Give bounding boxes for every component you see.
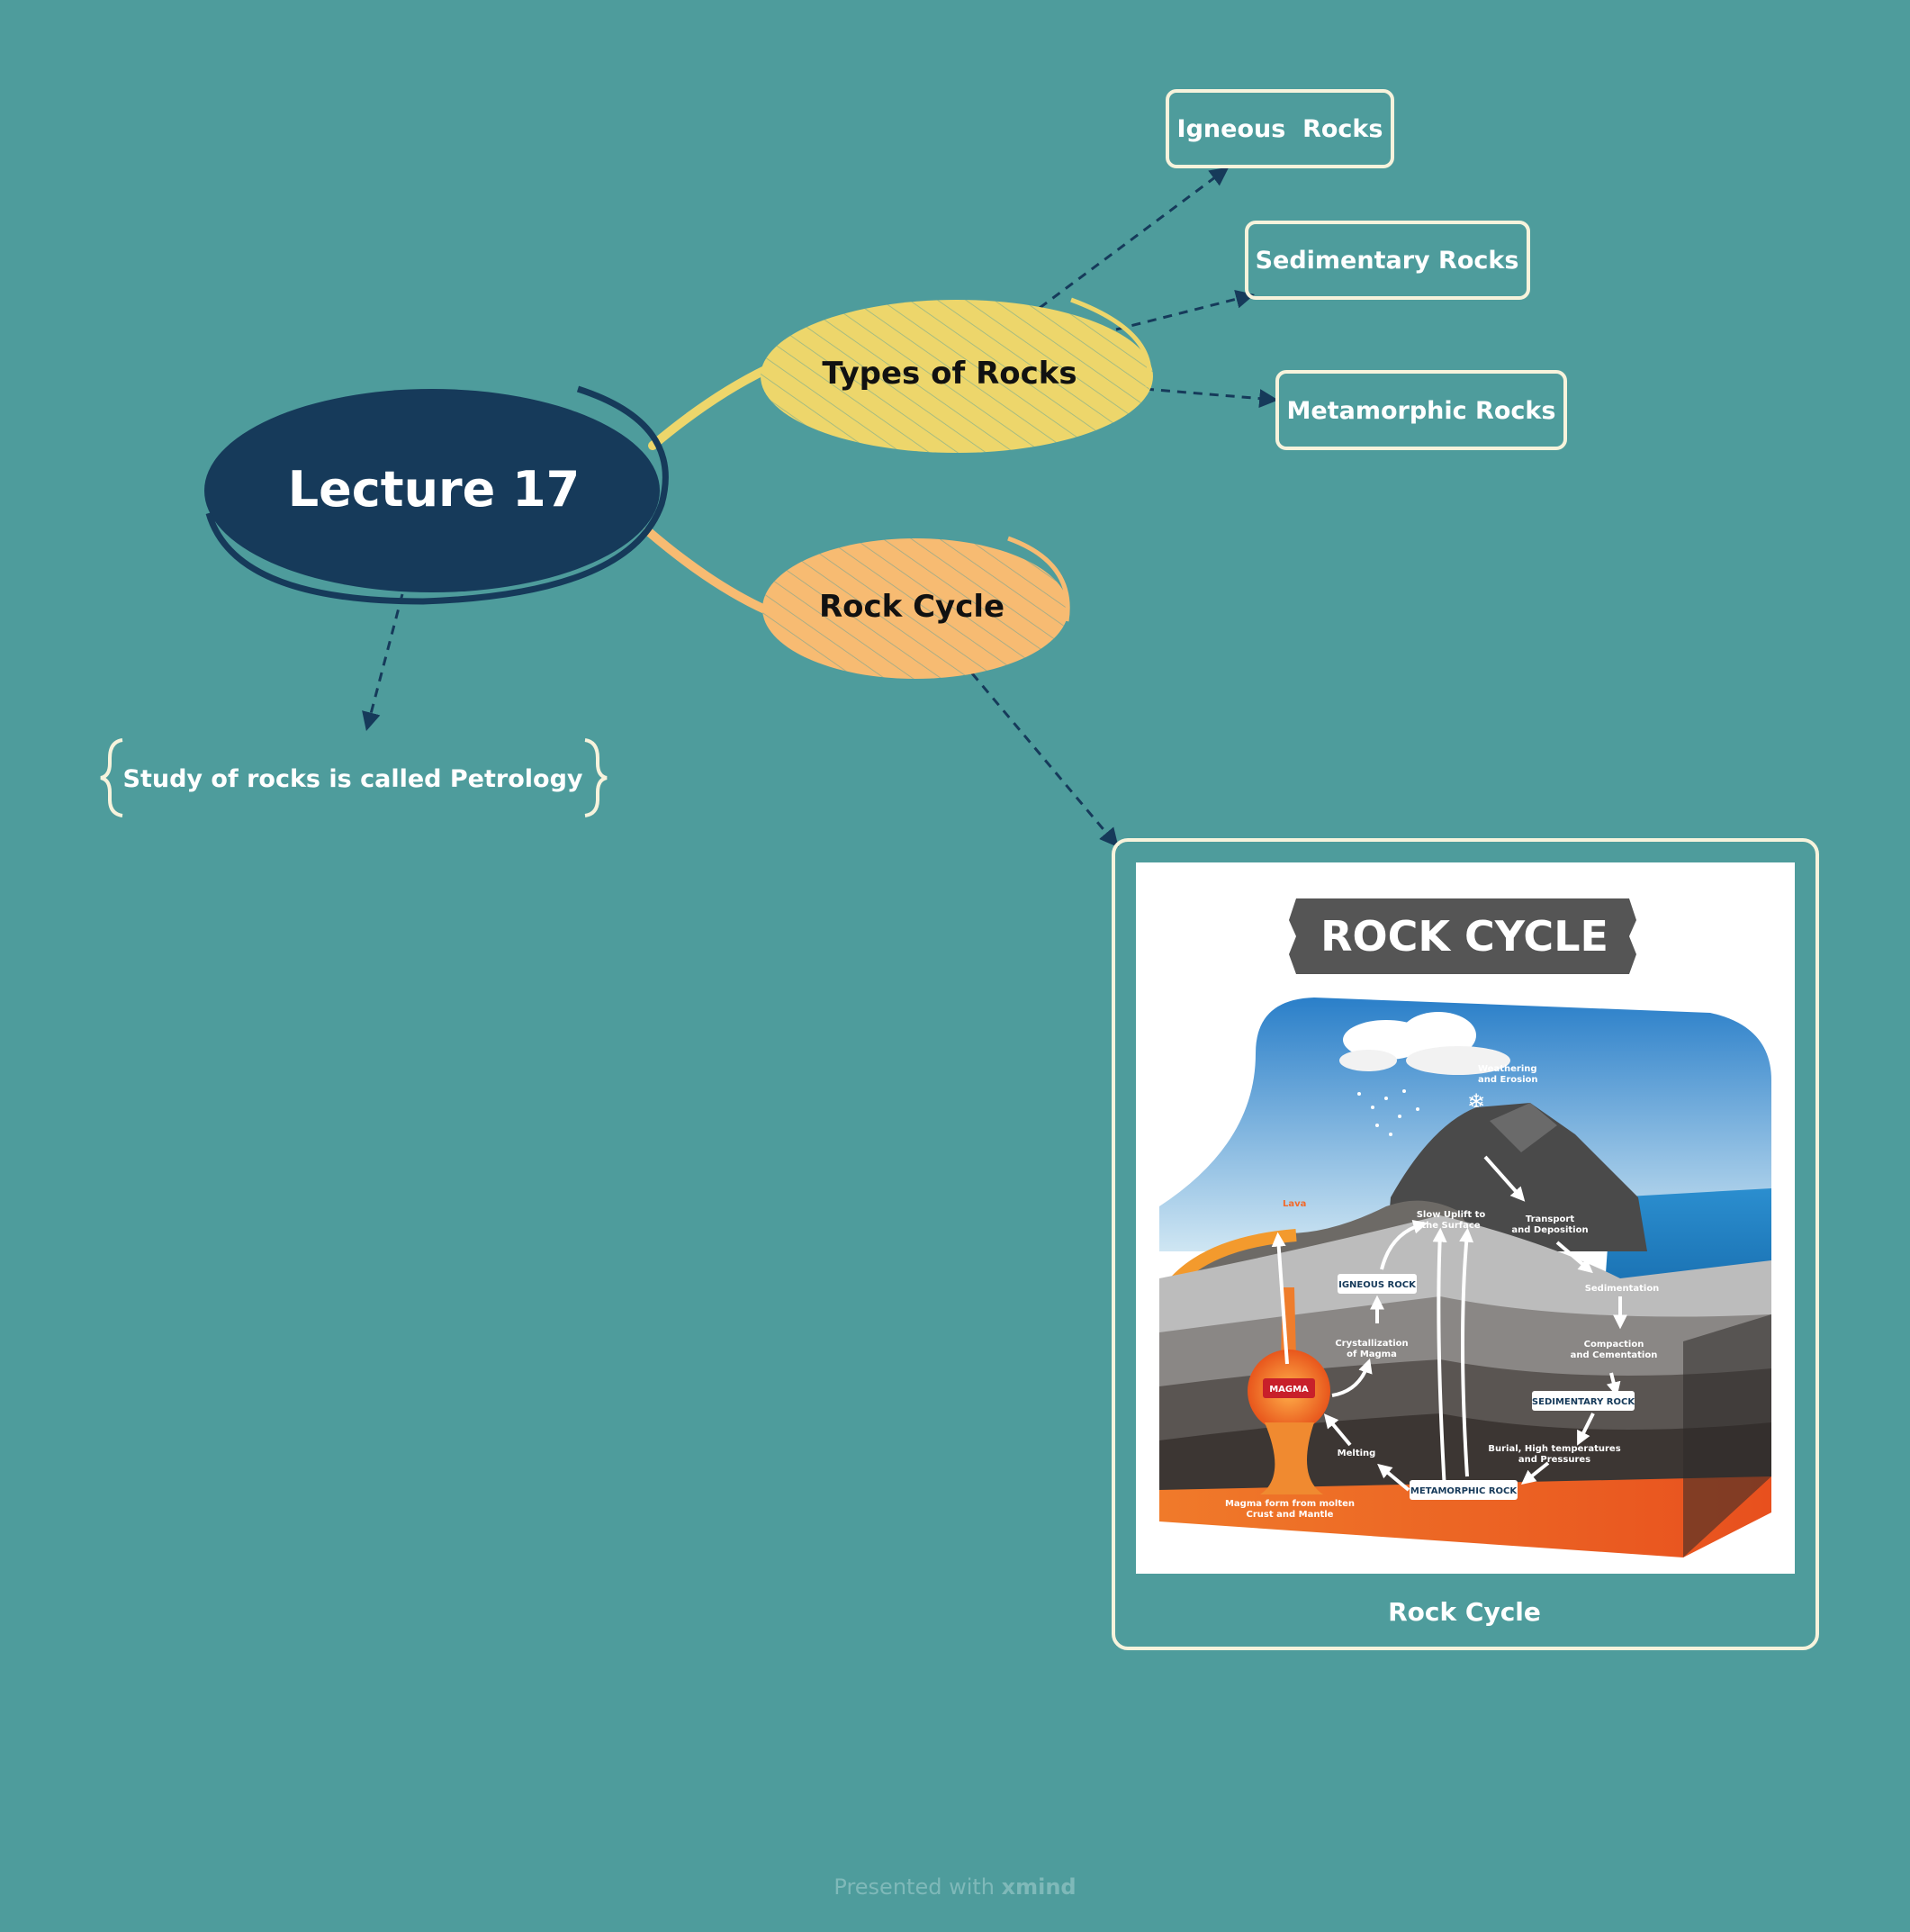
leaf-sedimentary-label: Sedimentary Rocks: [1256, 247, 1519, 275]
label-uplift-1: Slow Uplift to: [1417, 1210, 1486, 1220]
label-magma-form-1: Magma form from molten: [1225, 1499, 1355, 1509]
left-brace-icon: [100, 738, 123, 817]
petrology-note-text: Study of rocks is called Petrology: [123, 765, 583, 793]
label-crystallization-1: Crystallization: [1335, 1339, 1408, 1349]
footer-credit[interactable]: Presented with xmind: [833, 1874, 1076, 1900]
rain-icon: [1357, 1089, 1419, 1136]
arrow-central-to-note: [362, 593, 404, 732]
rock-cycle-illustration: ROCK CYCLE ❄: [1159, 898, 1771, 1557]
label-lava: Lava: [1283, 1199, 1306, 1209]
arrow-types-to-metamorphic: [1144, 387, 1279, 409]
central-topic-label: Lecture 17: [288, 461, 581, 518]
arrow-types-to-igneous: [1039, 167, 1230, 310]
label-compaction-2: and Cementation: [1571, 1350, 1658, 1360]
leaf-metamorphic-rocks[interactable]: Metamorphic Rocks: [1275, 370, 1567, 450]
label-igneous-rock: IGNEOUS ROCK: [1338, 1280, 1417, 1290]
branch-rock-cycle[interactable]: Rock Cycle: [762, 536, 1070, 679]
branch-types-of-rocks[interactable]: Types of Rocks: [761, 297, 1153, 453]
label-weathering-1: Weathering: [1478, 1064, 1537, 1074]
arrow-cycle-to-image: [970, 673, 1119, 848]
illustration-banner-title: ROCK CYCLE: [1320, 912, 1608, 961]
label-uplift-2: the Surface: [1421, 1221, 1480, 1231]
label-weathering-2: and Erosion: [1478, 1075, 1538, 1085]
image-card-caption: Rock Cycle: [1388, 1597, 1541, 1627]
label-burial-1: Burial, High temperatures: [1488, 1444, 1620, 1454]
leaf-metamorphic-label: Metamorphic Rocks: [1287, 397, 1556, 425]
label-magma-form-2: Crust and Mantle: [1247, 1510, 1334, 1520]
branch-types-label: Types of Rocks: [822, 356, 1077, 392]
cloud-icon: [1339, 1012, 1510, 1075]
label-melting: Melting: [1338, 1449, 1376, 1458]
branch-connector-types: [648, 365, 771, 450]
label-sedimentation: Sedimentation: [1585, 1284, 1660, 1294]
rock-cycle-banner: [1289, 898, 1636, 974]
label-compaction-1: Compaction: [1584, 1340, 1644, 1350]
arrow-types-to-sedimentary: [1115, 289, 1256, 331]
footer-brand-logo: xmind: [1002, 1874, 1077, 1900]
svg-text:Presented with x: Presented with xmind: [833, 1874, 1076, 1900]
leaf-sedimentary-rocks[interactable]: Sedimentary Rocks: [1245, 221, 1530, 300]
central-topic[interactable]: Lecture 17: [204, 385, 669, 605]
label-metamorphic-rock: METAMORPHIC ROCK: [1410, 1486, 1518, 1496]
label-transport-1: Transport: [1526, 1214, 1574, 1224]
label-magma: MAGMA: [1269, 1385, 1309, 1395]
right-brace-icon: [584, 738, 608, 817]
label-sedimentary-rock: SEDIMENTARY ROCK: [1532, 1397, 1635, 1407]
label-transport-2: and Deposition: [1511, 1225, 1588, 1235]
leaf-igneous-label: Igneous Rocks: [1177, 115, 1383, 143]
footer-presented-text: Presented with: [833, 1874, 995, 1900]
leaf-igneous-rocks[interactable]: Igneous Rocks: [1166, 89, 1394, 168]
petrology-note[interactable]: Study of rocks is called Petrology: [100, 738, 608, 817]
rock-cycle-image-card[interactable]: ROCK CYCLE ❄: [1112, 838, 1819, 1650]
branch-connector-cycle: [644, 527, 771, 615]
label-burial-2: and Pressures: [1518, 1455, 1590, 1465]
label-crystallization-2: of Magma: [1347, 1350, 1397, 1359]
branch-cycle-label: Rock Cycle: [819, 589, 1005, 625]
